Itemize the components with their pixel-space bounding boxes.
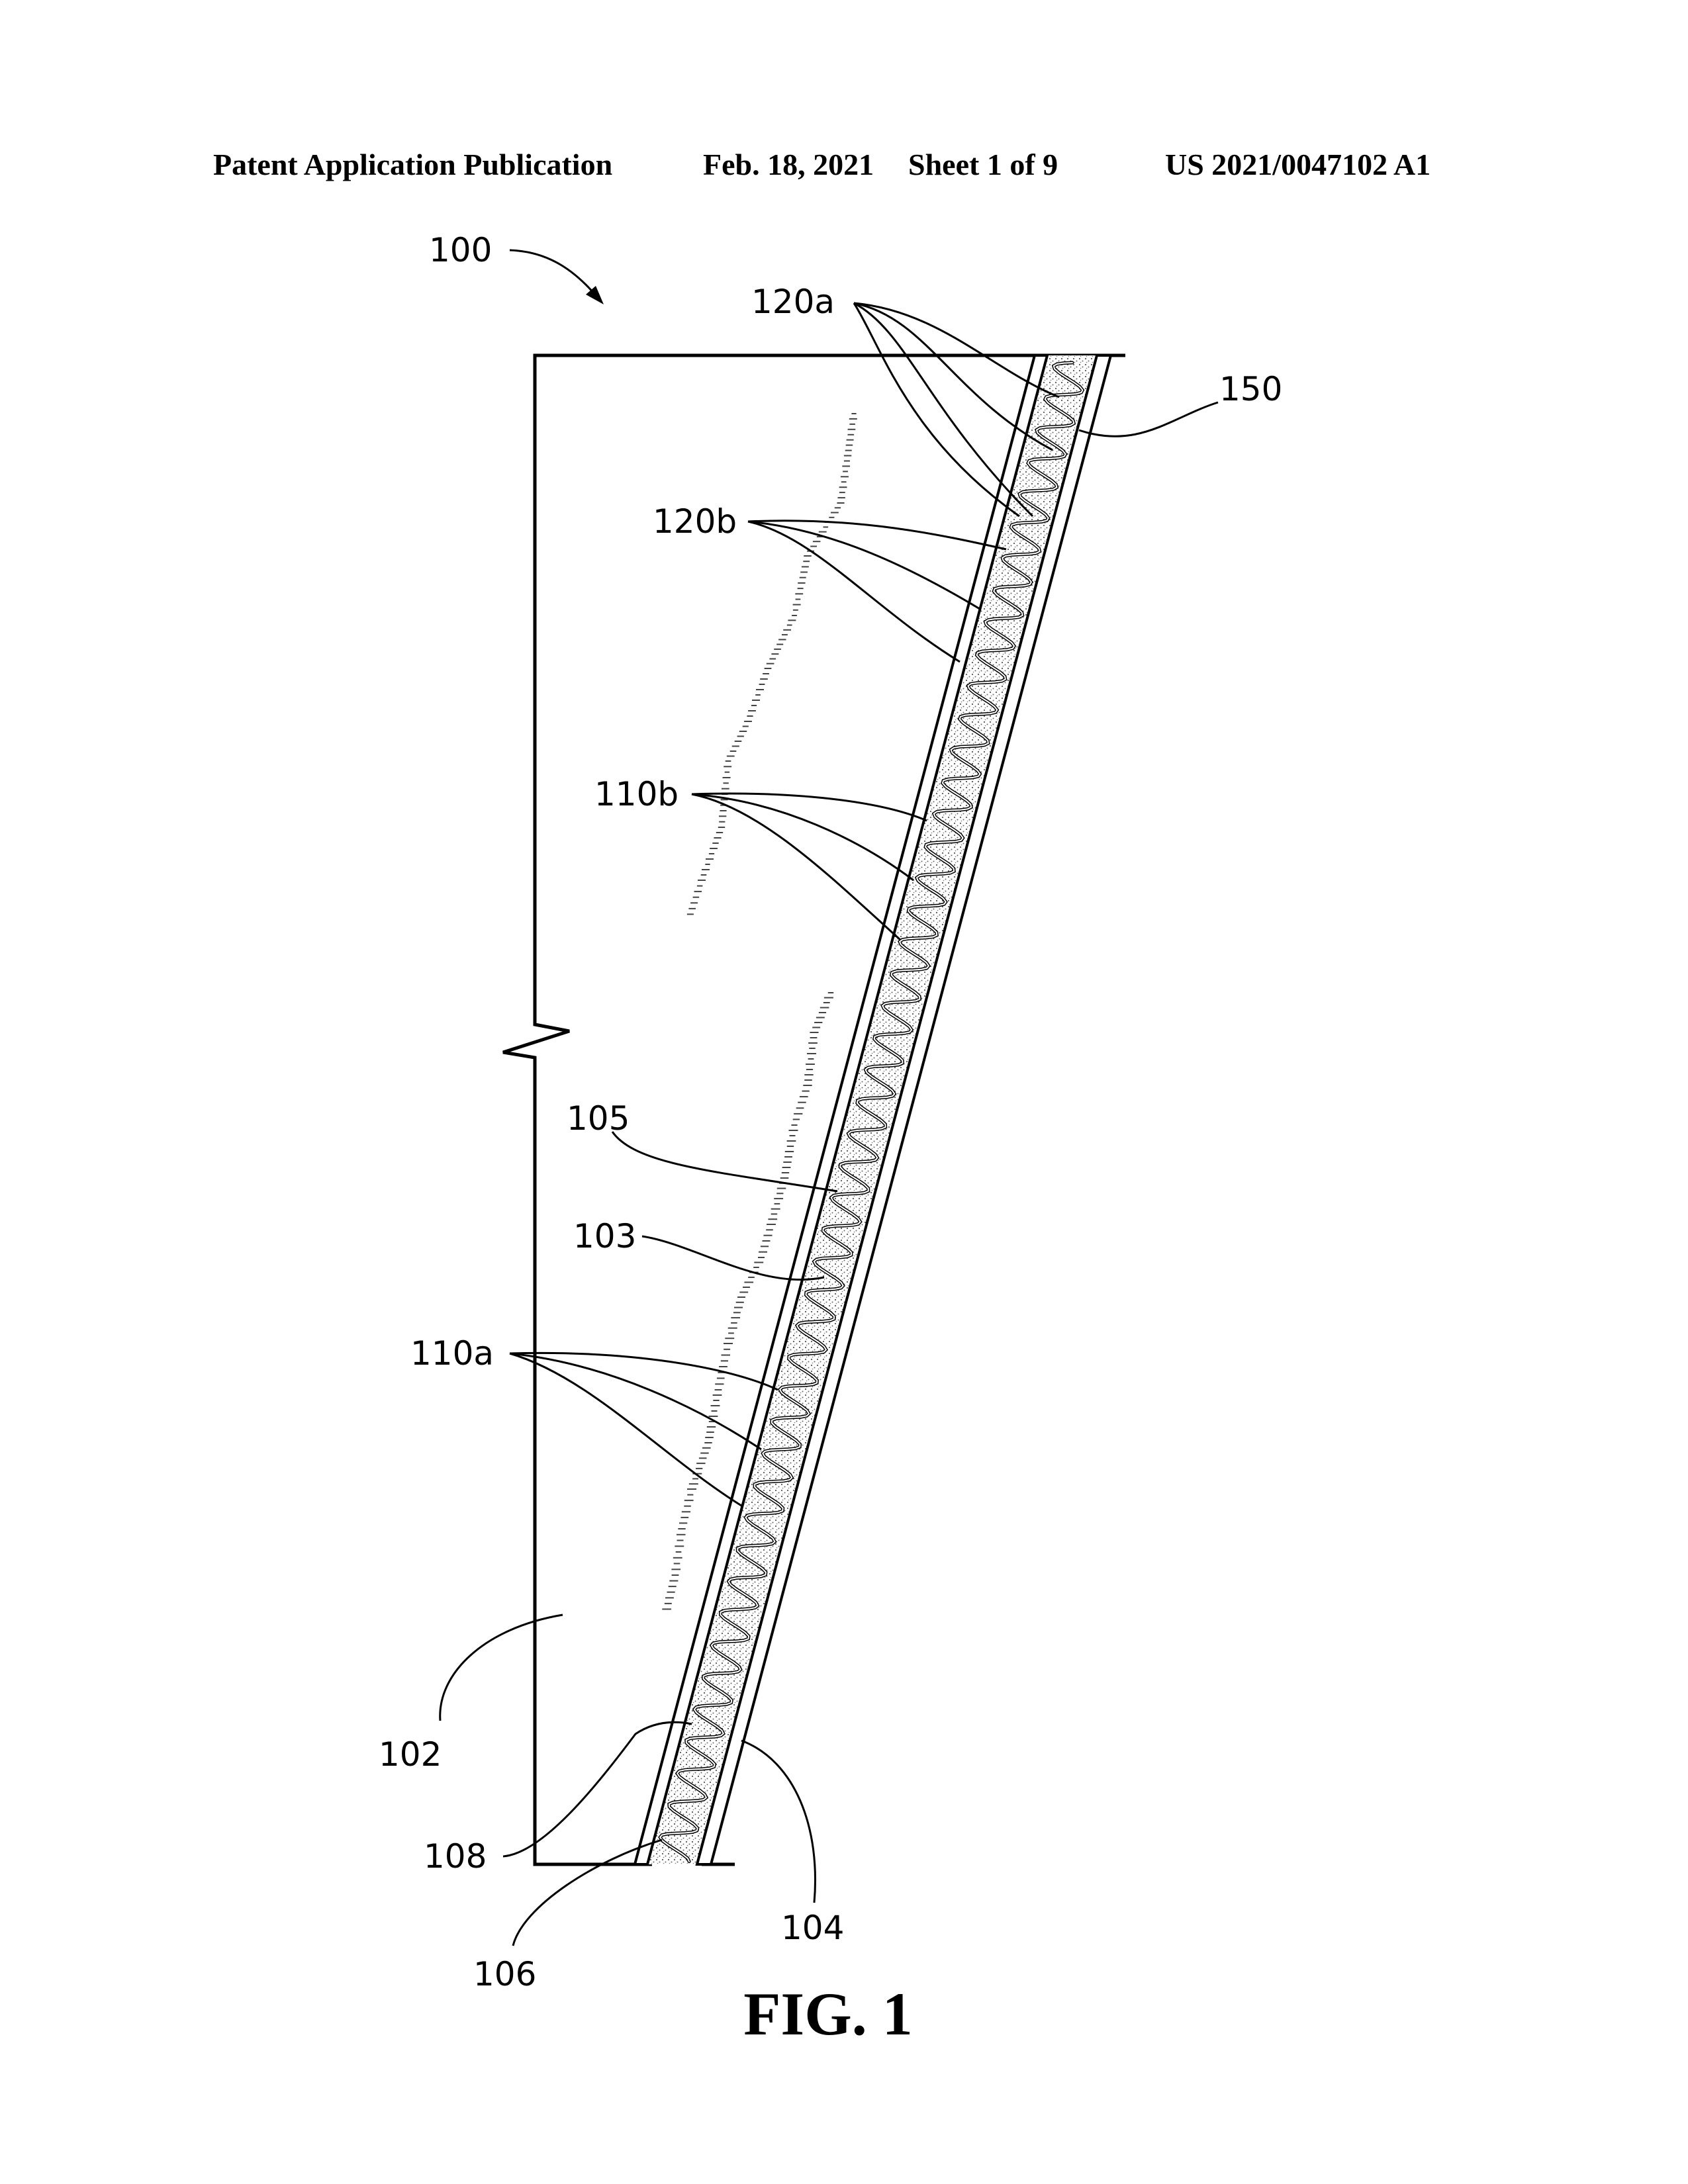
leader-120b-1 <box>748 521 1006 549</box>
label-110a: 110a <box>410 1334 494 1373</box>
label-120b: 120b <box>653 502 737 541</box>
insulated-panel <box>635 355 1111 1864</box>
label-100: 100 <box>429 231 492 269</box>
reference-labels: 100 120a 150 120b 110b 105 103 110a 102 … <box>379 231 1282 1993</box>
figure-caption-text: FIG. 1 <box>743 1980 913 2048</box>
label-120a: 120a <box>751 283 835 321</box>
figure-caption: FIG. 1 <box>0 1979 1688 2049</box>
label-108: 108 <box>424 1837 487 1876</box>
label-102: 102 <box>379 1735 442 1774</box>
leader-110a-3 <box>510 1353 741 1506</box>
outer-facing-104 <box>697 355 1111 1864</box>
label-110b: 110b <box>594 775 679 813</box>
label-104: 104 <box>781 1909 844 1947</box>
label-103: 103 <box>573 1217 636 1255</box>
label-150: 150 <box>1219 370 1282 408</box>
label-105: 105 <box>567 1099 630 1138</box>
leader-102 <box>440 1615 563 1721</box>
leader-100 <box>510 250 599 299</box>
leader-120a-1 <box>854 303 1059 397</box>
leader-104 <box>741 1741 816 1903</box>
leader-120b-3 <box>748 522 960 662</box>
leader-lines <box>440 250 1218 1946</box>
leader-150 <box>1079 402 1218 436</box>
leader-105 <box>612 1132 837 1191</box>
inner-facing-108 <box>635 355 1047 1864</box>
